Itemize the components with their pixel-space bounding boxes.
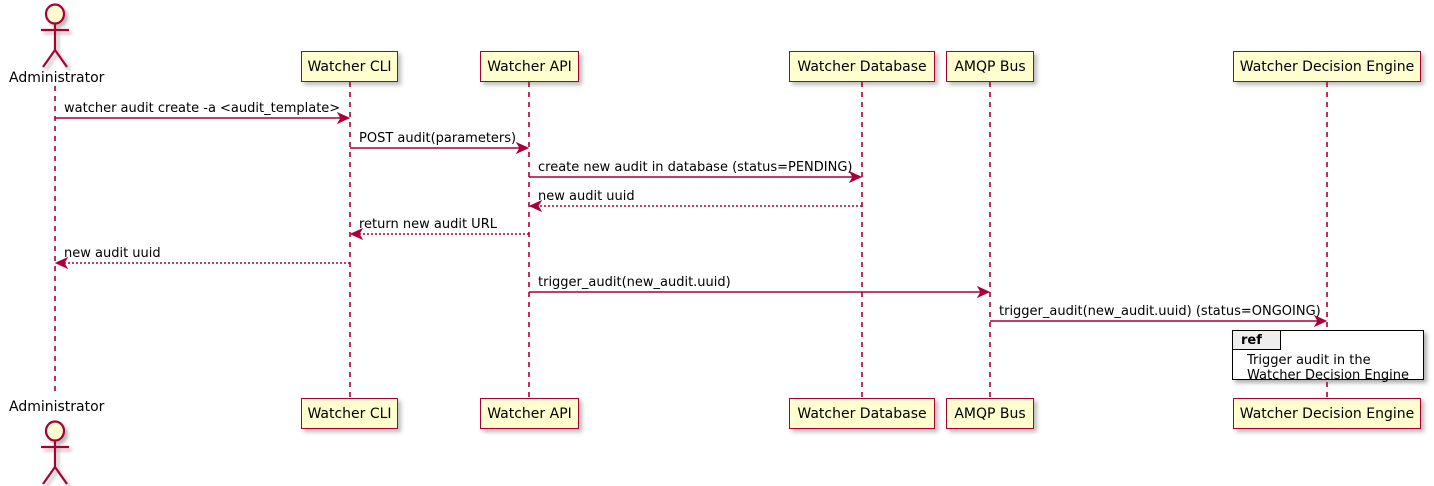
actor-leg-left-administrator-top	[42, 49, 56, 68]
participant-box-amqp-bus-top[interactable]: AMQP Bus	[946, 51, 1034, 82]
ref-fragment-line-2: Watcher Decision Engine	[1247, 368, 1409, 383]
message-arrowhead-5	[54, 256, 69, 270]
participant-label: Watcher API	[487, 405, 572, 422]
participant-box-watcher-cli-bottom[interactable]: Watcher CLI	[301, 398, 398, 429]
message-arrowhead-7	[1313, 314, 1328, 328]
participant-label: Watcher CLI	[307, 58, 392, 75]
message-label-3: new audit uuid	[538, 189, 635, 204]
ref-fragment-line-1: Trigger audit in the	[1247, 353, 1371, 368]
message-arrowhead-4	[349, 227, 364, 241]
participant-label: Watcher API	[487, 58, 572, 75]
actor-leg-right-administrator-top	[54, 49, 68, 68]
message-arrowhead-1	[515, 141, 530, 155]
message-label-7: trigger_audit(new_audit.uuid) (status=ON…	[999, 304, 1321, 319]
participant-label: Watcher Database	[797, 58, 927, 75]
participant-box-amqp-bus-bottom[interactable]: AMQP Bus	[946, 398, 1034, 429]
message-label-1: POST audit(parameters)	[359, 131, 517, 146]
participant-label: AMQP Bus	[954, 58, 1026, 75]
ref-fragment-text: Trigger audit in the Watcher Decision En…	[1247, 353, 1409, 383]
message-arrowhead-0	[336, 111, 351, 125]
actor-leg-left-administrator-bottom	[42, 466, 56, 485]
message-label-2: create new audit in database (status=PEN…	[538, 160, 853, 175]
actor-glyph-administrator-top	[41, 3, 69, 68]
participant-box-watcher-api-bottom[interactable]: Watcher API	[480, 398, 579, 429]
participant-label: AMQP Bus	[954, 405, 1026, 422]
participant-label: Watcher Decision Engine	[1239, 58, 1415, 75]
participant-box-watcher-database-top[interactable]: Watcher Database	[789, 51, 935, 82]
participant-box-watcher-decision-engine-top[interactable]: Watcher Decision Engine	[1233, 51, 1421, 82]
message-label-4: return new audit URL	[359, 217, 497, 232]
participant-box-watcher-decision-engine-bottom[interactable]: Watcher Decision Engine	[1233, 398, 1421, 429]
message-arrowhead-3	[528, 199, 543, 213]
participant-label: Watcher CLI	[307, 405, 392, 422]
message-arrowhead-6	[976, 285, 991, 299]
participant-box-watcher-database-bottom[interactable]: Watcher Database	[789, 398, 935, 429]
message-label-6: trigger_audit(new_audit.uuid)	[538, 275, 731, 290]
ref-fragment: ref Trigger audit in the Watcher Decisio…	[1232, 330, 1424, 383]
actor-label-administrator-bottom: Administrator	[9, 399, 105, 415]
participant-label: Watcher Database	[797, 405, 927, 422]
actor-glyph-administrator-bottom	[41, 420, 69, 485]
participant-label: Watcher Decision Engine	[1239, 405, 1415, 422]
message-arrowhead-2	[848, 170, 863, 184]
actor-head-administrator-bottom	[44, 420, 66, 442]
actor-head-administrator-top	[44, 3, 66, 25]
actor-label-administrator-top: Administrator	[9, 70, 105, 86]
actor-leg-right-administrator-bottom	[54, 466, 68, 485]
message-label-5: new audit uuid	[64, 246, 161, 261]
ref-fragment-tab: ref	[1233, 331, 1281, 350]
participant-box-watcher-api-top[interactable]: Watcher API	[480, 51, 579, 82]
message-label-0: watcher audit create -a <audit_template>	[64, 101, 341, 116]
participant-box-watcher-cli-top[interactable]: Watcher CLI	[301, 51, 398, 82]
